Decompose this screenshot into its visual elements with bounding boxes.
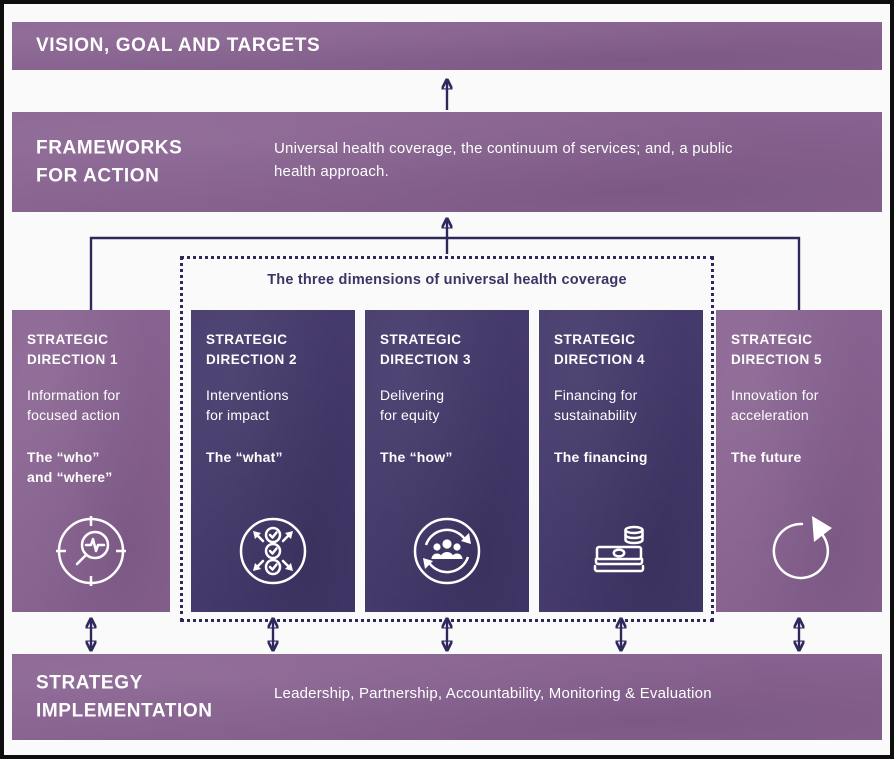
strategic-direction-5-tagline: The future bbox=[731, 449, 802, 466]
checklist-icon bbox=[236, 514, 310, 588]
strategic-direction-3-subtitle: Delivering for equity bbox=[380, 386, 445, 423]
implementation-bar: STRATEGY IMPLEMENTATION Leadership, Part… bbox=[12, 654, 882, 740]
strategic-direction-3-heading: STRATEGIC DIRECTION 3 bbox=[380, 332, 472, 368]
strategic-direction-1-column: STRATEGIC DIRECTION 1 Information for fo… bbox=[12, 310, 170, 612]
vision-bar: VISION, GOAL AND TARGETS bbox=[12, 22, 882, 70]
strategic-direction-4-heading: STRATEGIC DIRECTION 4 bbox=[554, 332, 646, 368]
strategic-direction-4-column: STRATEGIC DIRECTION 4 Financing for sust… bbox=[539, 310, 703, 612]
strategic-direction-2-heading: STRATEGIC DIRECTION 2 bbox=[206, 332, 298, 368]
money-stack-icon bbox=[584, 514, 658, 588]
vision-title: VISION, GOAL AND TARGETS bbox=[36, 35, 321, 57]
strategic-direction-4-subtitle: Financing for sustainability bbox=[554, 386, 638, 423]
frameworks-description: Universal health coverage, the continuum… bbox=[274, 140, 733, 181]
magnifier-pulse-icon bbox=[54, 514, 128, 588]
strategic-direction-5-subtitle: Innovation for acceleration bbox=[731, 386, 819, 423]
strategic-direction-3-column: STRATEGIC DIRECTION 3 Delivering for equ… bbox=[365, 310, 529, 612]
people-cycle-icon bbox=[410, 514, 484, 588]
strategic-direction-2-column: STRATEGIC DIRECTION 2 Interventions for … bbox=[191, 310, 355, 612]
strategic-direction-2-tagline: The “what” bbox=[206, 449, 283, 466]
strategic-direction-5-heading: STRATEGIC DIRECTION 5 bbox=[731, 332, 823, 368]
cycle-arrow-icon bbox=[762, 514, 836, 588]
strategic-direction-4-tagline: The financing bbox=[554, 449, 648, 466]
strategic-direction-2-subtitle: Interventions for impact bbox=[206, 386, 289, 423]
uhc-dimensions-title: The three dimensions of universal health… bbox=[267, 272, 627, 288]
implementation-title: STRATEGY IMPLEMENTATION bbox=[36, 672, 213, 721]
strategic-direction-1-subtitle: Information for focused action bbox=[27, 386, 121, 423]
strategic-direction-1-tagline: The “who” and “where” bbox=[27, 449, 113, 486]
frameworks-title: FRAMEWORKS FOR ACTION bbox=[36, 137, 183, 186]
frameworks-bar: FRAMEWORKS FOR ACTION Universal health c… bbox=[12, 112, 882, 212]
uhc-dimensions-box: The three dimensions of universal health… bbox=[180, 256, 714, 622]
strategic-direction-5-column: STRATEGIC DIRECTION 5 Innovation for acc… bbox=[716, 310, 882, 612]
strategic-direction-3-tagline: The “how” bbox=[380, 449, 453, 466]
strategic-direction-1-heading: STRATEGIC DIRECTION 1 bbox=[27, 332, 119, 368]
implementation-description: Leadership, Partnership, Accountability,… bbox=[274, 685, 712, 702]
